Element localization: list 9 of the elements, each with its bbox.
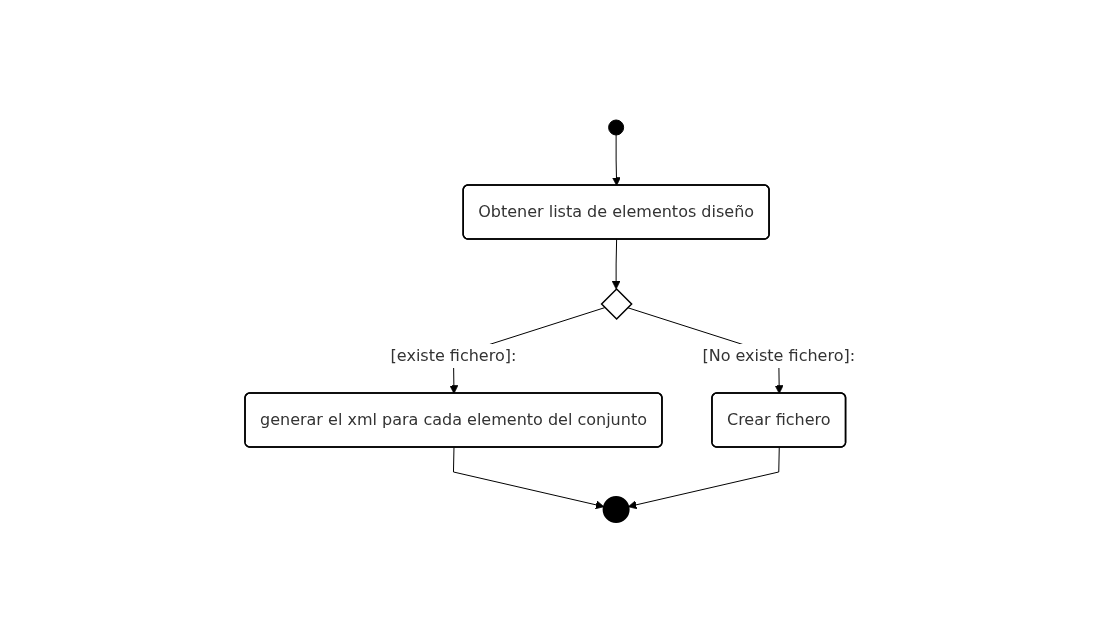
arrow — [453, 446, 605, 509]
node-circle — [603, 495, 631, 523]
node-circle — [608, 119, 625, 135]
arrow — [612, 134, 622, 186]
edge-label: [existe fichero]: — [391, 345, 517, 365]
edge-label: [No existe fichero]: — [702, 345, 856, 365]
node-diamond — [601, 287, 634, 320]
arrow — [628, 446, 781, 509]
arrow — [612, 238, 621, 289]
